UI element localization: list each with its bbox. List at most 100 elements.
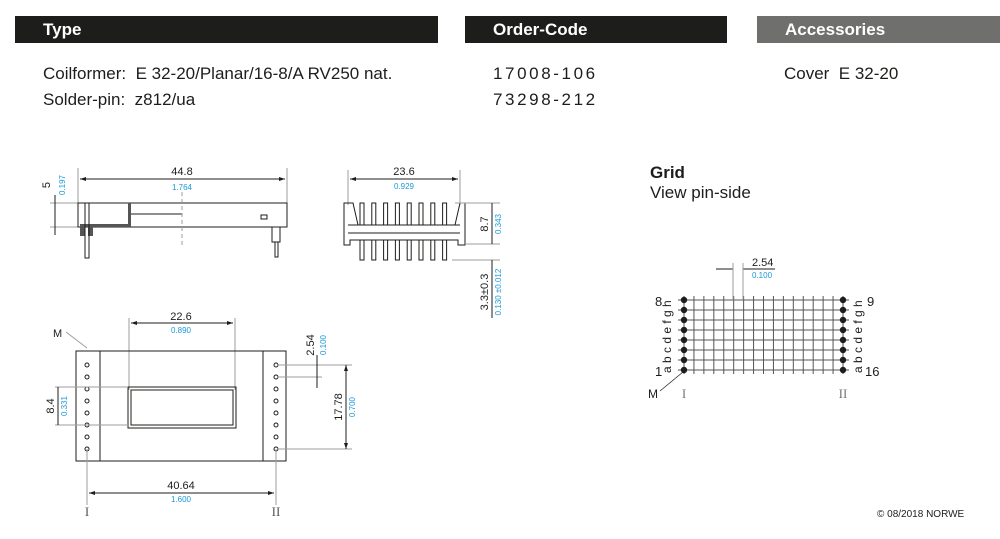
grid-pin <box>839 346 847 354</box>
grid-marker-m: M <box>648 387 658 401</box>
pin-bottom <box>359 239 365 261</box>
grid-row-label-left: I <box>682 386 686 401</box>
grid-pin <box>680 296 688 304</box>
grid-pin <box>839 316 847 324</box>
marker-m: M <box>53 328 62 340</box>
copyright: © 08/2018 NORWE <box>877 509 965 520</box>
grid-pitch-in: 0.100 <box>752 271 773 280</box>
pin-label-8: 8 <box>655 294 662 309</box>
pin-top <box>406 202 412 226</box>
pin-top <box>430 202 436 226</box>
item-solder-pin: Solder-pin: z812/ua <box>43 87 195 113</box>
pin-hole <box>84 362 90 368</box>
grid-subtitle: View pin-side <box>650 183 751 202</box>
grid-pin <box>680 326 688 334</box>
pin-bottom <box>442 239 448 261</box>
dim-height-mm: 5 <box>41 182 53 188</box>
pin-hole <box>84 410 90 416</box>
item-label: Coilformer: <box>43 64 127 83</box>
dim-height-in: 0.343 <box>494 213 503 234</box>
side-view: 44.8 1.764 5 0.197 <box>41 166 288 259</box>
header-order-code: Order-Code <box>465 16 727 43</box>
grid-pin <box>680 316 688 324</box>
header-order-code-label: Order-Code <box>493 20 588 39</box>
pin-bottom <box>371 239 377 261</box>
dim-width-in: 0.929 <box>394 182 415 191</box>
row-letters-right: a b c d e f g h <box>851 300 865 373</box>
pin <box>274 241 279 258</box>
pin-hole <box>273 410 279 416</box>
pin-hole <box>273 422 279 428</box>
pin-bottom <box>406 239 412 261</box>
top-pins <box>84 362 279 452</box>
grid-pin <box>839 336 847 344</box>
order-code-solder-pin: 73298-212 <box>493 90 598 109</box>
item-coilformer: Coilformer: E 32-20/Planar/16-8/A RV250 … <box>43 61 392 87</box>
header-accessories: Accessories <box>757 16 1000 43</box>
grid-pin <box>839 356 847 364</box>
header-type-label: Type <box>43 20 82 39</box>
dim-length-in: 1.764 <box>172 183 193 192</box>
grid-pin <box>839 366 847 374</box>
dim-row-distance-mm: 40.64 <box>167 480 195 492</box>
grid-pins <box>680 296 847 374</box>
pin-top <box>442 202 448 226</box>
pin-bottom <box>430 239 436 261</box>
dim-pin-length-in: 0.130 ±0.012 <box>494 268 503 315</box>
dim-length-mm: 44.8 <box>171 166 192 178</box>
top-view: M 22.6 0.890 8.4 0.331 2.54 0.100 <box>45 311 357 519</box>
accessory-cover: Cover E 32-20 <box>784 64 899 83</box>
grid-row-label-right: II <box>839 386 848 401</box>
grid-pin <box>839 326 847 334</box>
grid-pin <box>839 296 847 304</box>
item-value: E 32-20/Planar/16-8/A RV250 nat. <box>135 64 393 83</box>
grid-pin <box>680 366 688 374</box>
dim-window-height-mm: 8.4 <box>45 398 57 413</box>
pin-hole <box>273 386 279 392</box>
pin-bottom <box>418 239 424 261</box>
dim-window-width-in: 0.890 <box>171 326 192 335</box>
pin-hole <box>84 386 90 392</box>
order-code-coilformer: 17008-106 <box>493 64 598 83</box>
dim-window-width-mm: 22.6 <box>170 311 191 323</box>
pin-hole <box>84 398 90 404</box>
window <box>127 386 237 429</box>
pin-label-9: 9 <box>867 294 874 309</box>
pin-hole <box>84 434 90 440</box>
pin-top <box>371 202 377 226</box>
item-value: z812/ua <box>134 90 196 109</box>
arrow-icon <box>279 177 285 181</box>
top-body <box>75 350 287 462</box>
pin-hole <box>273 398 279 404</box>
dim-height-mm: 8.7 <box>479 216 491 231</box>
pin <box>84 202 90 259</box>
pin-top <box>359 202 365 226</box>
grid-pin <box>680 346 688 354</box>
pin-top <box>394 202 400 226</box>
pin-hole <box>273 434 279 440</box>
dim-pin-length-mm: 3.3±0.3 <box>479 274 491 311</box>
dim-pitch-in: 0.100 <box>319 334 328 355</box>
row-label-left: I <box>85 504 89 519</box>
pin-bottom <box>394 239 400 261</box>
pin-top <box>383 202 389 226</box>
pin-grid: 2.54 0.100 8 1 9 16 a b c d e f g h a b … <box>648 257 879 401</box>
item-label: Solder-pin: <box>43 90 126 109</box>
row-label-right: II <box>272 504 281 519</box>
dim-width-mm: 23.6 <box>393 166 414 178</box>
dim-pitch-mm: 2.54 <box>305 334 317 355</box>
dim-row-span-mm: 17.78 <box>333 393 345 421</box>
pin-hole <box>84 374 90 380</box>
arrow-icon <box>80 177 86 181</box>
grid-pin <box>680 336 688 344</box>
pin-label-1: 1 <box>655 364 662 379</box>
grid-title: Grid <box>650 163 685 182</box>
front-view: 23.6 0.929 8.7 0.343 3.3±0.3 0.130 ±0.01… <box>343 166 503 318</box>
dim-height-in: 0.197 <box>58 174 67 195</box>
grid-pitch-mm: 2.54 <box>752 257 773 269</box>
header-accessories-label: Accessories <box>785 20 886 39</box>
grid-lines <box>678 296 849 374</box>
pin-top <box>418 202 424 226</box>
pin-label-16: 16 <box>865 364 879 379</box>
